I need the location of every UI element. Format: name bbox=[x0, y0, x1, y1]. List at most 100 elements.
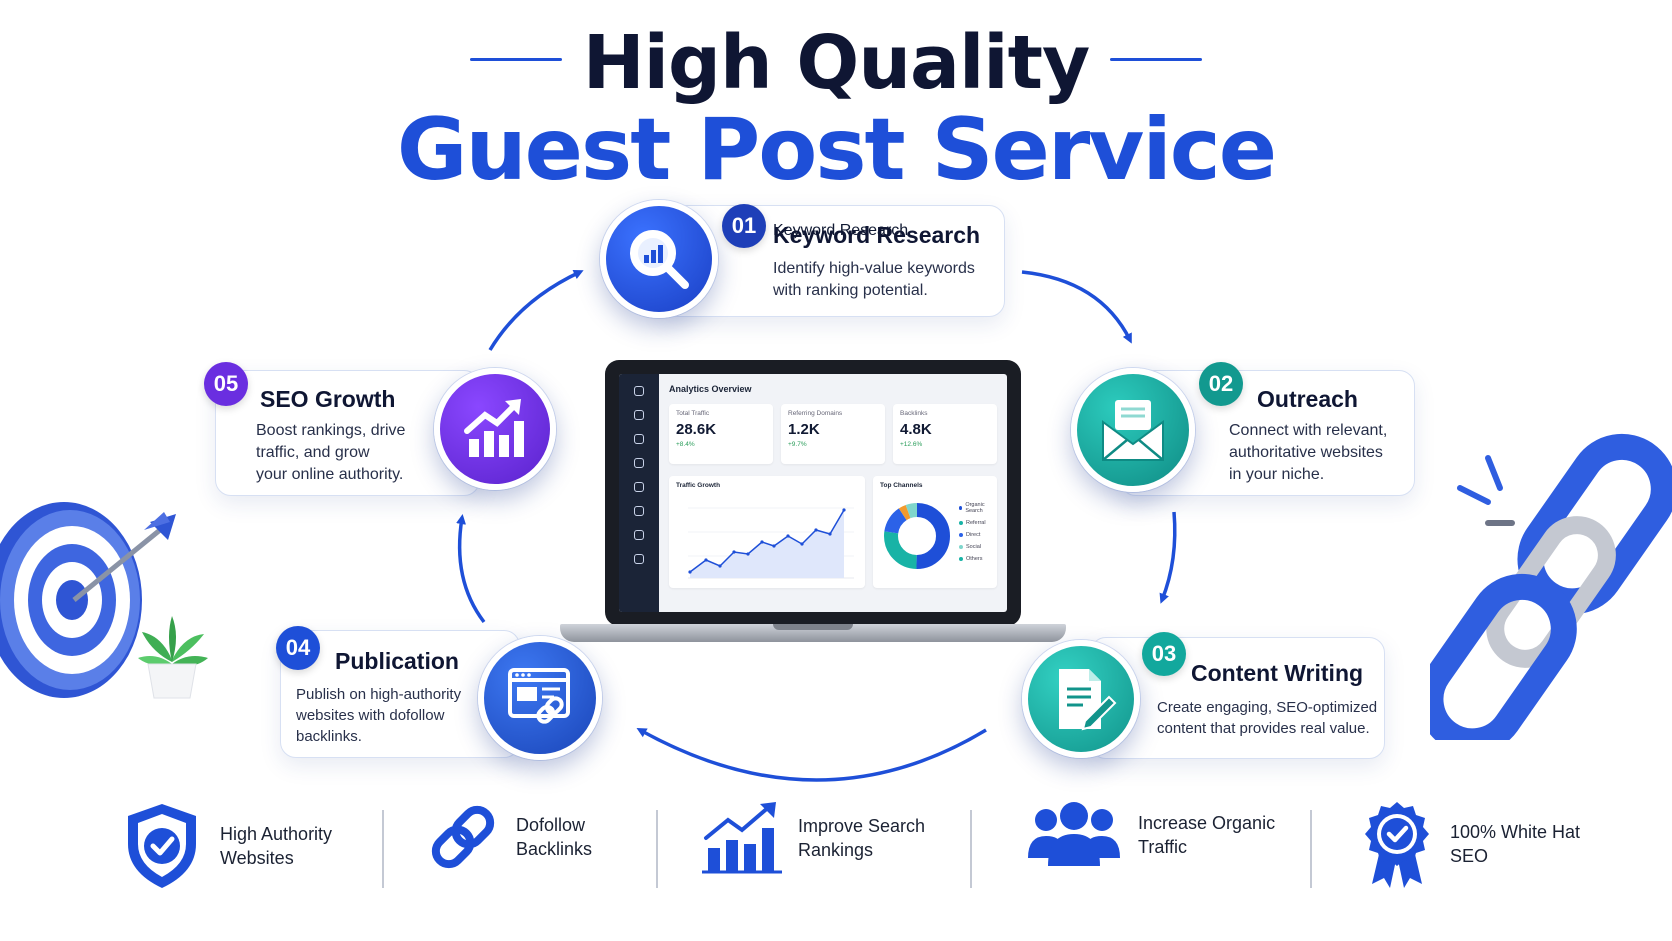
home-icon[interactable] bbox=[634, 386, 644, 396]
feature-divider bbox=[382, 810, 384, 888]
nav-icon[interactable] bbox=[634, 458, 644, 468]
step-04-desc-line1: Publish on high-authority bbox=[296, 686, 462, 703]
legend-item: Social bbox=[959, 544, 997, 550]
kpi-delta: +8.4% bbox=[676, 441, 695, 448]
step-02-desc-line3: in your niche. bbox=[1229, 466, 1325, 483]
legend-item: Others bbox=[959, 556, 997, 562]
dashboard-sidebar bbox=[619, 374, 659, 612]
kpi-label: Referring Domains bbox=[788, 410, 843, 417]
feature-label: Improve Search Rankings bbox=[798, 816, 926, 860]
step-05-badge: 05 bbox=[204, 362, 248, 406]
step-05-icon-disc bbox=[434, 368, 556, 490]
title-rule-right bbox=[1110, 58, 1202, 61]
step-05-desc-line2: traffic, and grow bbox=[256, 444, 370, 461]
arrow-05-to-01 bbox=[488, 270, 584, 351]
step-05-title: SEO Growth bbox=[260, 386, 396, 412]
panel-title: Top Channels bbox=[880, 482, 923, 489]
traffic-line-chart bbox=[688, 507, 854, 579]
kpi-label: Backlinks bbox=[900, 410, 928, 417]
step-02-desc-line2: authoritative websites bbox=[1229, 444, 1383, 461]
award-badge-icon bbox=[1365, 802, 1429, 888]
feature-label: Increase Organic Traffic bbox=[1138, 813, 1276, 857]
bar-chart-arrow-icon bbox=[702, 802, 782, 874]
growth-chart-icon bbox=[464, 399, 524, 457]
step-01-badge: 01 bbox=[722, 204, 766, 248]
step-01-desc-line1: Identify high-value keywords bbox=[773, 260, 975, 277]
step-01-title-text: Keyword Research bbox=[773, 222, 981, 248]
step-04-icon-disc bbox=[478, 636, 602, 760]
feature-divider bbox=[1310, 810, 1312, 888]
nav-icon[interactable] bbox=[634, 530, 644, 540]
link-icon bbox=[431, 805, 495, 869]
step-03-desc-line2: content that provides real value. bbox=[1157, 720, 1370, 737]
page-subtitle: Guest Post Service bbox=[396, 100, 1277, 200]
legend-item: Direct bbox=[959, 532, 997, 538]
kpi-delta: +12.6% bbox=[900, 441, 923, 448]
step-03-desc-line1: Create engaging, SEO-optimized bbox=[1157, 699, 1378, 716]
arrow-02-to-03 bbox=[1159, 511, 1177, 604]
step-01-desc-line2: with ranking potential. bbox=[773, 282, 928, 299]
kpi-card-backlinks: Backlinks 4.8K +12.6% bbox=[893, 404, 997, 464]
feature-label: Dofollow Backlinks bbox=[516, 815, 593, 859]
traffic-growth-panel: Traffic Growth bbox=[669, 476, 865, 588]
kpi-label: Total Traffic bbox=[676, 410, 710, 417]
channels-donut-chart bbox=[884, 503, 950, 569]
laptop-notch bbox=[773, 624, 853, 630]
channels-legend: Organic Search Referral Direct Social Ot… bbox=[959, 502, 997, 568]
step-02-desc-line1: Connect with relevant, bbox=[1229, 422, 1388, 439]
analytics-dashboard: Analytics Overview Total Traffic 28.6K +… bbox=[619, 374, 1007, 612]
panel-title: Traffic Growth bbox=[676, 482, 721, 489]
feature-label: High Authority Websites bbox=[220, 824, 333, 868]
feature-improve-rankings: Improve Search Rankings bbox=[700, 800, 925, 876]
kpi-value: 1.2K bbox=[788, 421, 820, 438]
legend-item: Referral bbox=[959, 520, 997, 526]
step-01-icon-disc bbox=[600, 200, 718, 318]
laptop-screen: Analytics Overview Total Traffic 28.6K +… bbox=[605, 360, 1021, 626]
panel-row: Traffic Growth Top Channels bbox=[669, 476, 997, 588]
nav-icon[interactable] bbox=[634, 506, 644, 516]
title-rule-left bbox=[470, 58, 562, 61]
laptop-base bbox=[560, 624, 1066, 642]
arrow-01-to-02 bbox=[1021, 270, 1132, 344]
step-03-title: Content Writing bbox=[1191, 660, 1364, 686]
kpi-card-referring-domains: Referring Domains 1.2K +9.7% bbox=[781, 404, 885, 464]
step-02-title: Outreach bbox=[1257, 386, 1358, 412]
magnifier-chart-icon bbox=[630, 230, 689, 289]
plant-icon bbox=[138, 616, 208, 699]
step-05-desc-line1: Boost rankings, drive bbox=[256, 422, 406, 439]
kpi-value: 28.6K bbox=[676, 421, 717, 438]
feature-dofollow-backlinks: Dofollow Backlinks bbox=[426, 800, 592, 874]
feature-organic-traffic: Increase Organic Traffic bbox=[1026, 800, 1275, 870]
envelope-icon bbox=[1102, 400, 1164, 461]
kpi-row: Total Traffic 28.6K +8.4% Referring Doma… bbox=[669, 404, 997, 464]
step-02-badge: 02 bbox=[1199, 362, 1243, 406]
kpi-card-total-traffic: Total Traffic 28.6K +8.4% bbox=[669, 404, 773, 464]
chain-link-icon bbox=[1430, 433, 1672, 740]
users-icon bbox=[1028, 802, 1120, 866]
feature-label: 100% White Hat SEO bbox=[1450, 822, 1581, 866]
feature-high-authority: High Authority Websites bbox=[124, 800, 332, 892]
step-04-badge: 04 bbox=[276, 626, 320, 670]
nav-icon[interactable] bbox=[634, 410, 644, 420]
step-03-icon-disc bbox=[1022, 640, 1140, 758]
kpi-delta: +9.7% bbox=[788, 441, 807, 448]
kpi-value: 4.8K bbox=[900, 421, 932, 438]
legend-item: Organic Search bbox=[959, 502, 997, 514]
arrow-04-to-05 bbox=[456, 514, 486, 624]
browser-link-icon bbox=[508, 668, 570, 724]
feature-white-hat-seo: 100% White Hat SEO bbox=[1362, 800, 1580, 888]
nav-icon[interactable] bbox=[634, 434, 644, 444]
page-title: High Quality bbox=[582, 20, 1091, 106]
step-04-desc-line3: backlinks. bbox=[296, 728, 362, 745]
feature-divider bbox=[970, 810, 972, 888]
target-arrow-icon bbox=[0, 502, 176, 698]
dashboard-title: Analytics Overview bbox=[669, 384, 752, 394]
nav-icon[interactable] bbox=[634, 554, 644, 564]
step-04-title: Publication bbox=[335, 648, 459, 674]
nav-icon[interactable] bbox=[634, 482, 644, 492]
step-05-desc-line3: your online authority. bbox=[256, 466, 404, 483]
step-03-badge: 03 bbox=[1142, 632, 1186, 676]
shield-check-icon bbox=[128, 804, 196, 888]
dashboard-main: Analytics Overview Total Traffic 28.6K +… bbox=[659, 374, 1007, 612]
